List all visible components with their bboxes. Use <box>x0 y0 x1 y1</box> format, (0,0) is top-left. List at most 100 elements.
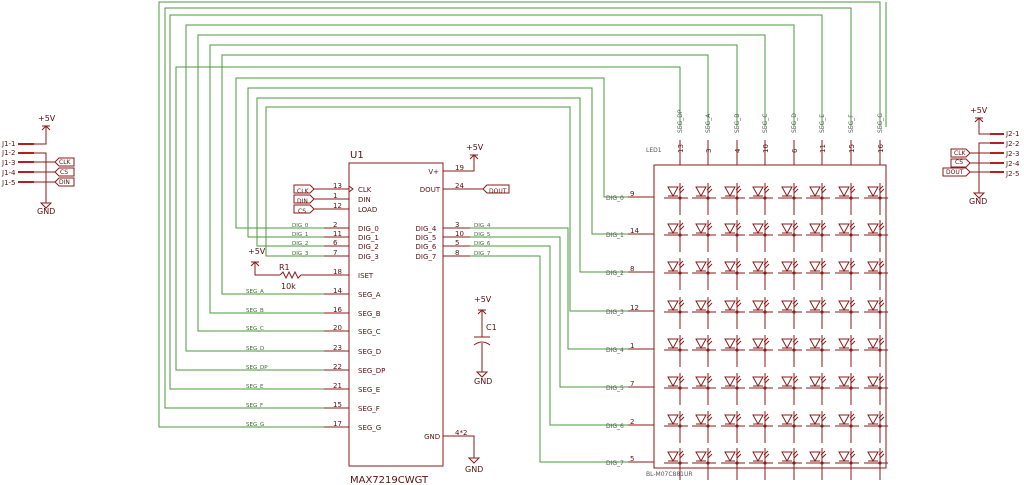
led-diode <box>778 373 802 405</box>
led-diode <box>721 411 745 443</box>
led-junction <box>706 196 710 200</box>
led-diode-triangle <box>724 223 736 235</box>
u1-vplus-symbol-arrow <box>469 154 479 160</box>
led-diode <box>778 335 802 367</box>
led-light-arrow <box>736 378 742 384</box>
led-light-arrow <box>820 185 826 191</box>
u1-pin-number: 2 <box>333 221 337 229</box>
j2-tag-clk: CLK <box>954 150 967 157</box>
led-junction <box>878 271 882 275</box>
led-diode-triangle <box>867 376 879 388</box>
u1-pin-name: SEG_E <box>358 386 380 394</box>
u1-part: MAX7219CWGT <box>350 475 429 485</box>
led-light-arrow <box>878 337 884 343</box>
led-light-arrow <box>849 185 855 191</box>
u1-gnd-symbol <box>467 457 481 464</box>
led-junction <box>878 424 882 428</box>
j2-pin-2-label: J2-2 <box>1005 140 1020 148</box>
led-diode <box>721 258 745 290</box>
led-diode <box>749 297 773 329</box>
led-diode-triangle <box>695 261 707 273</box>
u1-cs-tag-shape <box>293 204 315 214</box>
led-top-pin-net: SEG_B <box>734 114 741 133</box>
led-labels: LED1 BL-M07C881UR <box>646 147 693 478</box>
led-light-arrow <box>879 302 885 308</box>
led-diode-triangle <box>867 414 879 426</box>
led-diode <box>749 258 773 290</box>
j1-gnd-symbol <box>39 202 53 209</box>
led-diode-triangle <box>752 451 764 463</box>
led-light-arrow <box>850 302 856 308</box>
led-light-arrow <box>763 185 769 191</box>
wire-seg_dp <box>175 66 681 371</box>
led-light-arrow <box>763 450 769 456</box>
led-light-arrow <box>706 450 712 456</box>
led-light-arrow <box>850 188 856 194</box>
led-diode-triangle <box>667 414 679 426</box>
led-diode <box>864 411 888 443</box>
u1-pin-number: 12 <box>333 202 342 210</box>
led-diode-triangle <box>752 414 764 426</box>
j2-pin-4-label: J2-4 <box>1005 160 1020 168</box>
j2-power-label: +5V <box>970 106 988 115</box>
led-light-arrow <box>878 185 884 191</box>
led-diode-triangle <box>809 451 821 463</box>
led-top-pin-number: 11 <box>819 144 827 153</box>
led-diode <box>835 335 859 367</box>
u1-pin-number: 3 <box>455 221 459 229</box>
led-light-arrow <box>879 378 885 384</box>
led-junction <box>678 310 682 314</box>
led-light-arrow <box>821 302 827 308</box>
led-diode <box>806 411 830 443</box>
led-light-arrow <box>879 453 885 459</box>
led-light-arrow <box>821 378 827 384</box>
led-light-arrow <box>792 375 798 381</box>
u1-pin-name: SEG_F <box>358 405 380 413</box>
led-diode <box>806 297 830 329</box>
u1-pin-number: 21 <box>333 382 342 390</box>
u1-pin-number: 22 <box>333 363 342 371</box>
led-light-arrow <box>736 188 742 194</box>
led-diode-triangle <box>867 186 879 198</box>
led-diode-triangle <box>809 376 821 388</box>
u1-pin-number: 23 <box>333 344 342 352</box>
led-diode-triangle <box>867 451 879 463</box>
led-junction <box>792 348 796 352</box>
led-left-pin-number: 8 <box>630 265 634 273</box>
u1-pin-name: LOAD <box>358 206 377 214</box>
led-diode-triangle <box>724 376 736 388</box>
u1-pin-number: 20 <box>333 324 342 332</box>
led-light-arrow <box>679 340 685 346</box>
led-junction <box>849 310 853 314</box>
wire-dig_6 <box>470 245 628 426</box>
led-junction <box>735 233 739 237</box>
led-light-arrow <box>707 225 713 231</box>
led-light-arrow <box>878 375 884 381</box>
led-top-pin-net: SEG_F <box>848 114 855 133</box>
led-diode-triangle <box>809 186 821 198</box>
led-junction <box>735 348 739 352</box>
led-diode <box>749 373 773 405</box>
u1-pin-number: 6 <box>333 239 338 247</box>
led-junction <box>878 310 882 314</box>
led-diode-triangle <box>781 414 793 426</box>
led-diode <box>664 411 688 443</box>
led-diode-triangle <box>867 300 879 312</box>
led-left-pin-net: DIG_4 <box>606 347 624 354</box>
led-light-arrow <box>707 263 713 269</box>
led-junction <box>792 196 796 200</box>
u1-gnd-label: GND <box>465 465 483 474</box>
r1-ref: R1 <box>279 263 290 272</box>
j1-gnd-wire <box>34 152 47 203</box>
wire-seg_d <box>185 24 795 352</box>
led-diode-triangle <box>724 451 736 463</box>
wire-seg_b <box>209 44 738 314</box>
led-junction <box>849 196 853 200</box>
j2-pin-1-label: J2-1 <box>1005 130 1020 138</box>
j2-gnd-wire <box>978 142 990 193</box>
led-light-arrow <box>850 263 856 269</box>
led-light-arrow <box>678 260 684 266</box>
led-light-arrow <box>850 225 856 231</box>
led-light-arrow <box>793 453 799 459</box>
led-junction <box>706 271 710 275</box>
